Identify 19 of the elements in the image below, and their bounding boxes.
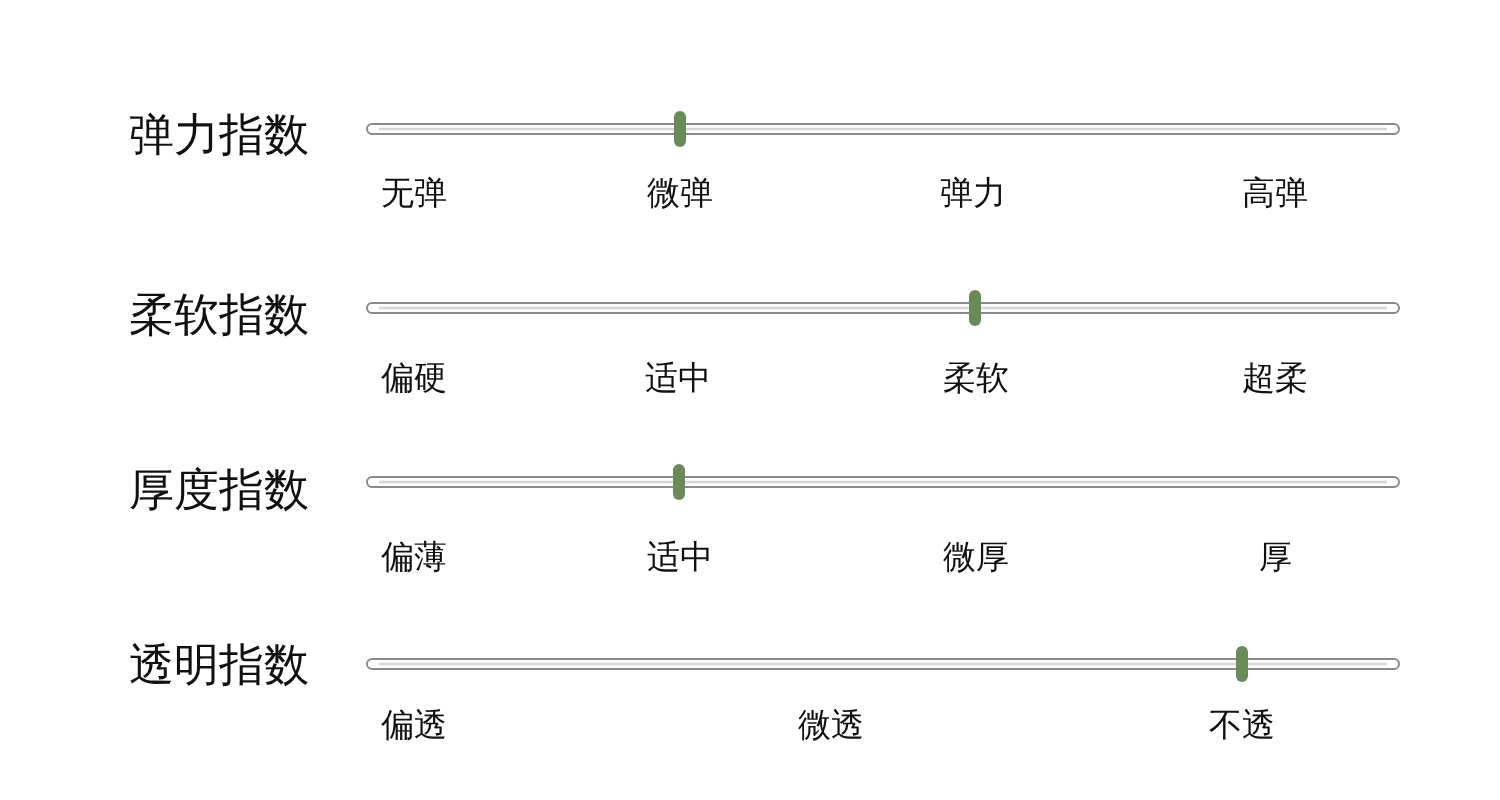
row-heading: 透明指数 (129, 640, 309, 690)
scale-label: 适中 (645, 359, 711, 397)
scale-label: 高弹 (1242, 174, 1308, 212)
scale-label: 柔软 (943, 359, 1009, 397)
scale-label: 超柔 (1242, 359, 1308, 397)
scale-label: 微厚 (943, 538, 1009, 576)
scale-label: 偏透 (381, 706, 447, 744)
row-heading: 柔软指数 (129, 290, 309, 340)
row-heading: 厚度指数 (129, 465, 309, 515)
scale-label: 微透 (798, 706, 864, 744)
scale-label: 适中 (647, 538, 713, 576)
scale-label: 弹力 (940, 174, 1006, 212)
scale-label: 无弹 (381, 174, 447, 212)
scale-label: 偏薄 (381, 538, 447, 576)
scale-label: 微弹 (647, 174, 713, 212)
scale-label: 不透 (1209, 706, 1275, 744)
scale-label: 偏硬 (381, 359, 447, 397)
row-heading: 弹力指数 (129, 110, 309, 160)
scale-label: 厚 (1258, 538, 1292, 576)
